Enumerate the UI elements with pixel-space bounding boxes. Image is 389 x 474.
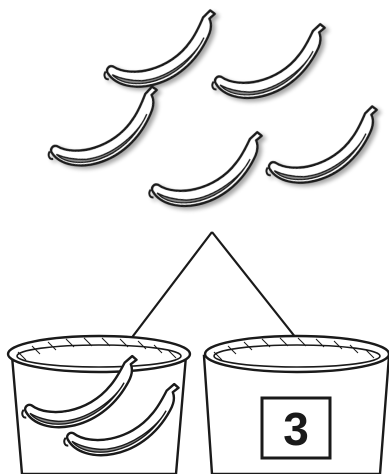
banana-icon bbox=[207, 24, 331, 102]
banana-icon bbox=[260, 106, 386, 188]
right-basket: 3 bbox=[204, 336, 389, 474]
banana-group-top bbox=[40, 10, 385, 210]
basket-number: 3 bbox=[283, 403, 309, 455]
bond-line-left bbox=[130, 232, 212, 340]
banana-icon bbox=[98, 10, 224, 92]
banana-icon bbox=[144, 132, 268, 210]
left-basket bbox=[8, 336, 190, 474]
bond-line-right bbox=[212, 232, 296, 338]
banana-icon bbox=[40, 86, 167, 171]
number-bond-lines bbox=[130, 232, 296, 340]
